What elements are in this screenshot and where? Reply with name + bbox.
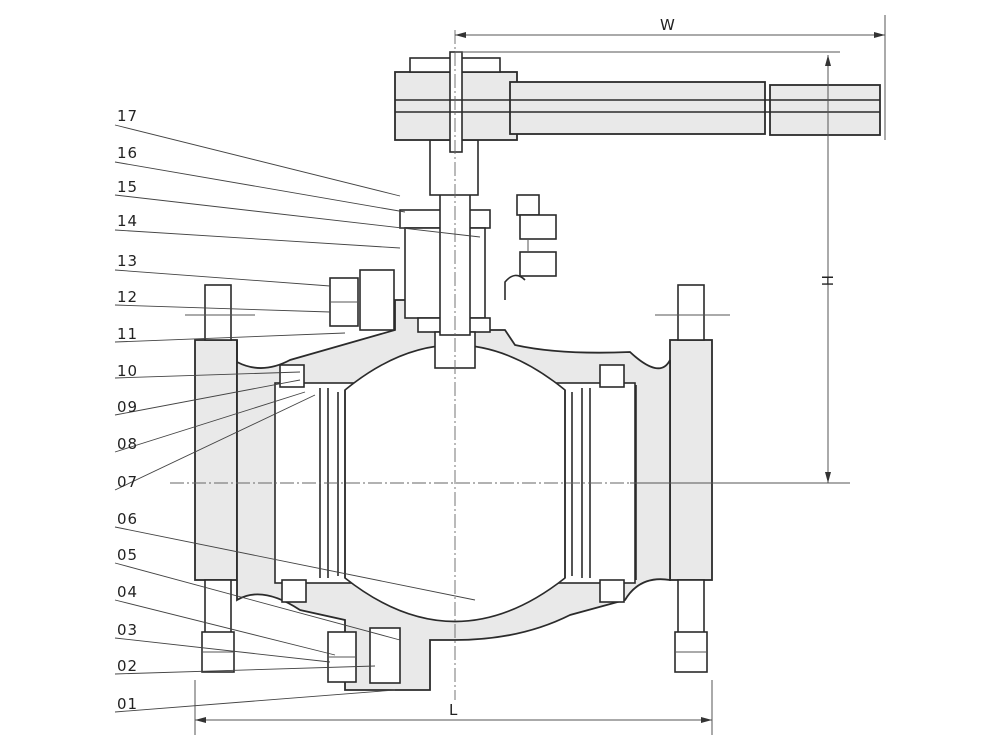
center-lines xyxy=(170,30,850,700)
part-label: 14 xyxy=(117,212,138,230)
part-label: 13 xyxy=(117,252,138,270)
part-label: 07 xyxy=(117,473,138,491)
dimension-w-label: W xyxy=(660,16,675,34)
dimension-l-label: L xyxy=(449,701,458,719)
part-label: 11 xyxy=(117,325,138,343)
part-label: 04 xyxy=(117,583,138,601)
part-label: 06 xyxy=(117,510,138,528)
part-label: 01 xyxy=(117,695,138,713)
part-label: 16 xyxy=(117,144,138,162)
part-label: 05 xyxy=(117,546,138,564)
part-label: 15 xyxy=(117,178,138,196)
part-label: 17 xyxy=(117,107,138,125)
part-label: 10 xyxy=(117,362,138,380)
part-label: 02 xyxy=(117,657,138,675)
dimension-h-label: H xyxy=(818,275,836,286)
dimension-w: W xyxy=(455,15,886,140)
dimension-h: H xyxy=(818,55,836,483)
part-label: 12 xyxy=(117,288,138,306)
part-label: 08 xyxy=(117,435,138,453)
lever-handle xyxy=(394,51,881,153)
part-label: 09 xyxy=(117,398,138,416)
dimension-l: L xyxy=(194,680,713,735)
part-labels: 17 16 15 14 13 12 11 10 09 08 07 06 05 0… xyxy=(117,107,138,713)
leader-lines xyxy=(114,124,481,713)
right-flange xyxy=(655,284,730,673)
left-flange xyxy=(185,284,255,673)
part-label: 03 xyxy=(117,621,138,639)
